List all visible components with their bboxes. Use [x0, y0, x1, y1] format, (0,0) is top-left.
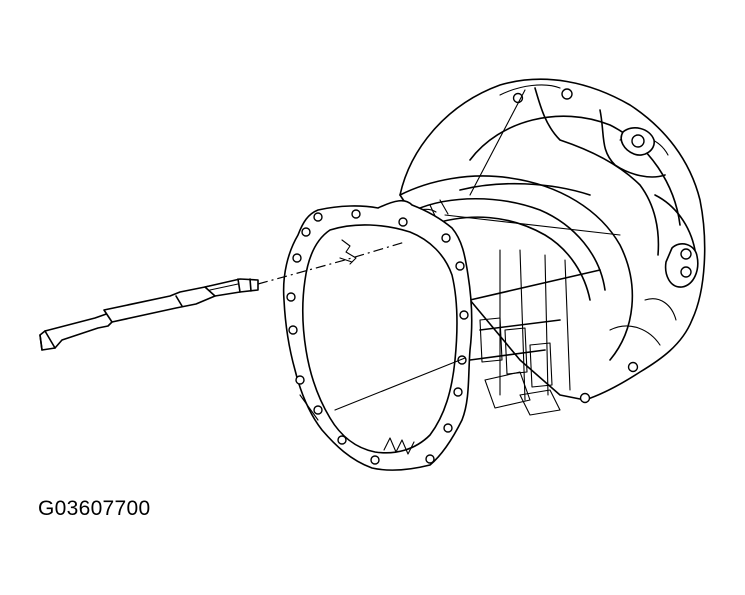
alignment-tool	[39, 278, 259, 351]
figure-code-label: G03607700	[38, 497, 151, 520]
front-flange	[282, 199, 473, 471]
